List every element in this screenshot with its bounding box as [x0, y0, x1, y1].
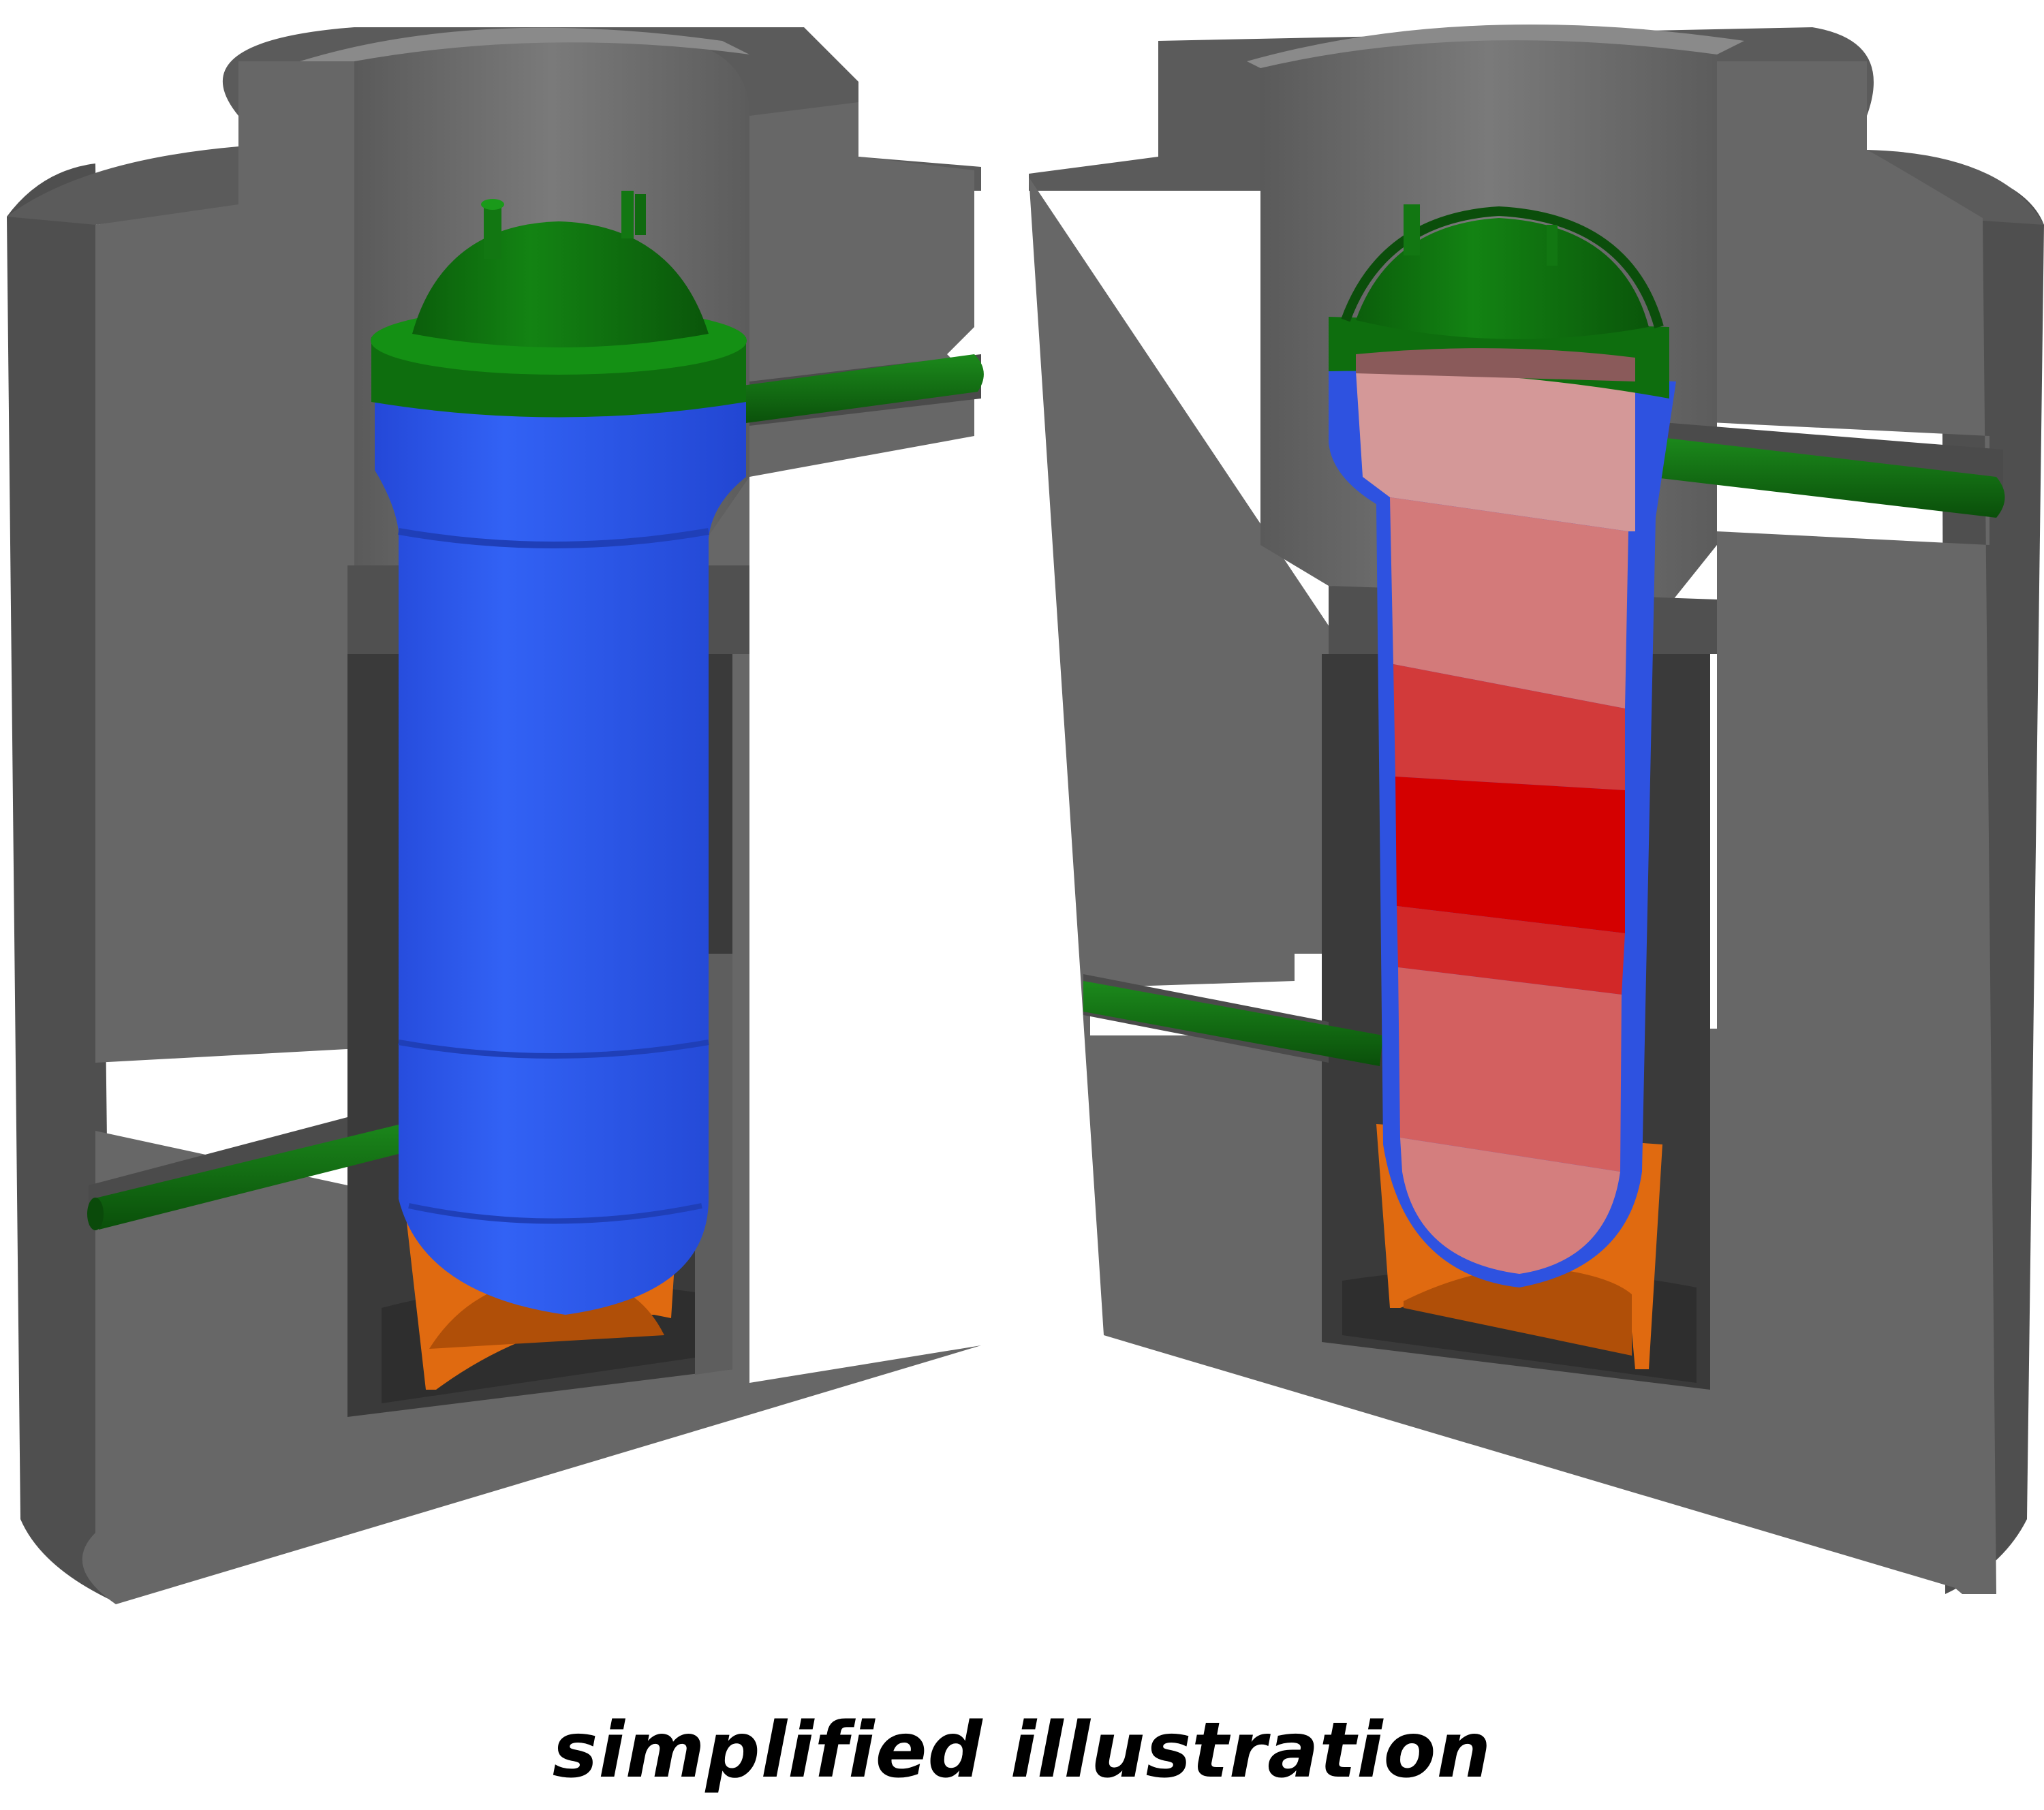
core-band-6	[1398, 967, 1622, 1172]
core-band-4-hot	[1395, 777, 1625, 933]
reactor-core-cutaway-icon	[1356, 371, 1635, 1274]
vessel-weld-ring-upper-left	[398, 528, 709, 548]
support-skirt-opening-right	[1404, 1267, 1632, 1356]
core-band-3	[1393, 664, 1625, 790]
dome-cut-rim-right	[1341, 206, 1664, 328]
head-nozzle-left-b-icon	[621, 191, 634, 238]
reactor-vessel-icon	[375, 402, 746, 1315]
caption: simplified illustration	[552, 1706, 1492, 1795]
reactor-illustration	[7, 24, 2044, 1604]
core-top-plate-right	[1356, 348, 1635, 381]
vessel-weld-ring-bottom-left	[408, 1203, 702, 1224]
core-band-2	[1390, 497, 1628, 708]
bore-rim-left	[300, 27, 749, 61]
left-panel	[7, 27, 984, 1604]
vessel-weld-ring-lower-left	[398, 1040, 709, 1059]
head-nozzle-right-a-icon	[1404, 204, 1420, 255]
head-nozzle-cap-left-a	[481, 199, 504, 210]
head-nozzle-right-b-icon	[1547, 225, 1558, 266]
right-panel	[1029, 24, 2044, 1594]
pipe-upper-left-icon	[722, 354, 984, 426]
shield-outer-side-left	[7, 163, 112, 1601]
reactor-head-dome-right-icon	[1356, 218, 1649, 339]
pipe-lower-left-icon	[92, 1117, 436, 1230]
shield-cut-face-right	[1029, 61, 1996, 1594]
pipe-lower-left-end-icon	[87, 1198, 104, 1230]
bore-rim-right	[1247, 24, 1744, 68]
head-nozzle-left-a-icon	[484, 204, 501, 259]
core-band-5	[1397, 906, 1625, 995]
head-nozzle-left-c-icon	[635, 194, 646, 235]
pipe-upper-right-icon	[1649, 436, 2005, 518]
core-band-7	[1400, 1138, 1620, 1274]
pipe-lower-right-icon	[1083, 981, 1383, 1066]
core-band-1	[1356, 371, 1635, 531]
